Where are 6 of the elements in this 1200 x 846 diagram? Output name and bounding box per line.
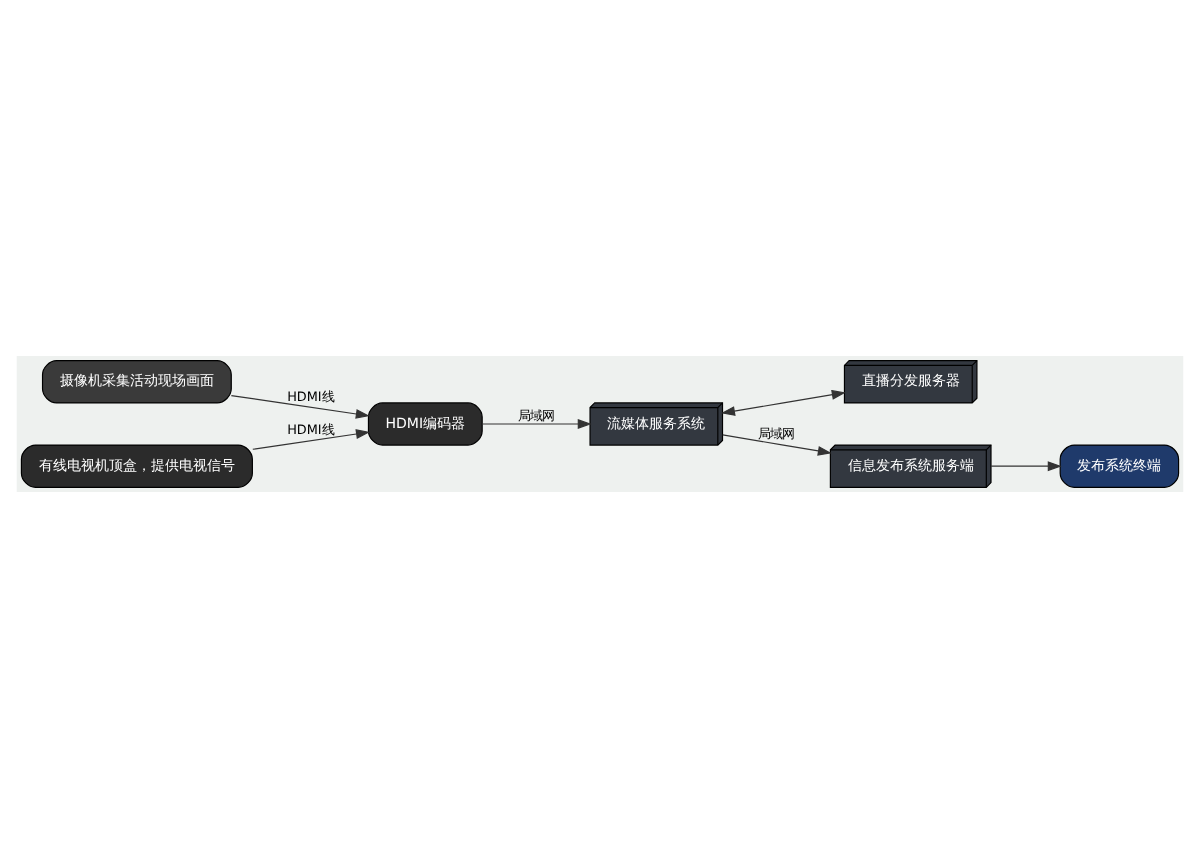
arrow bbox=[722, 433, 832, 455]
arrow bbox=[230, 393, 370, 418]
arrow bbox=[481, 418, 592, 428]
arrow bbox=[990, 460, 1062, 471]
arrow bbox=[252, 428, 371, 449]
arrow bbox=[720, 388, 846, 415]
